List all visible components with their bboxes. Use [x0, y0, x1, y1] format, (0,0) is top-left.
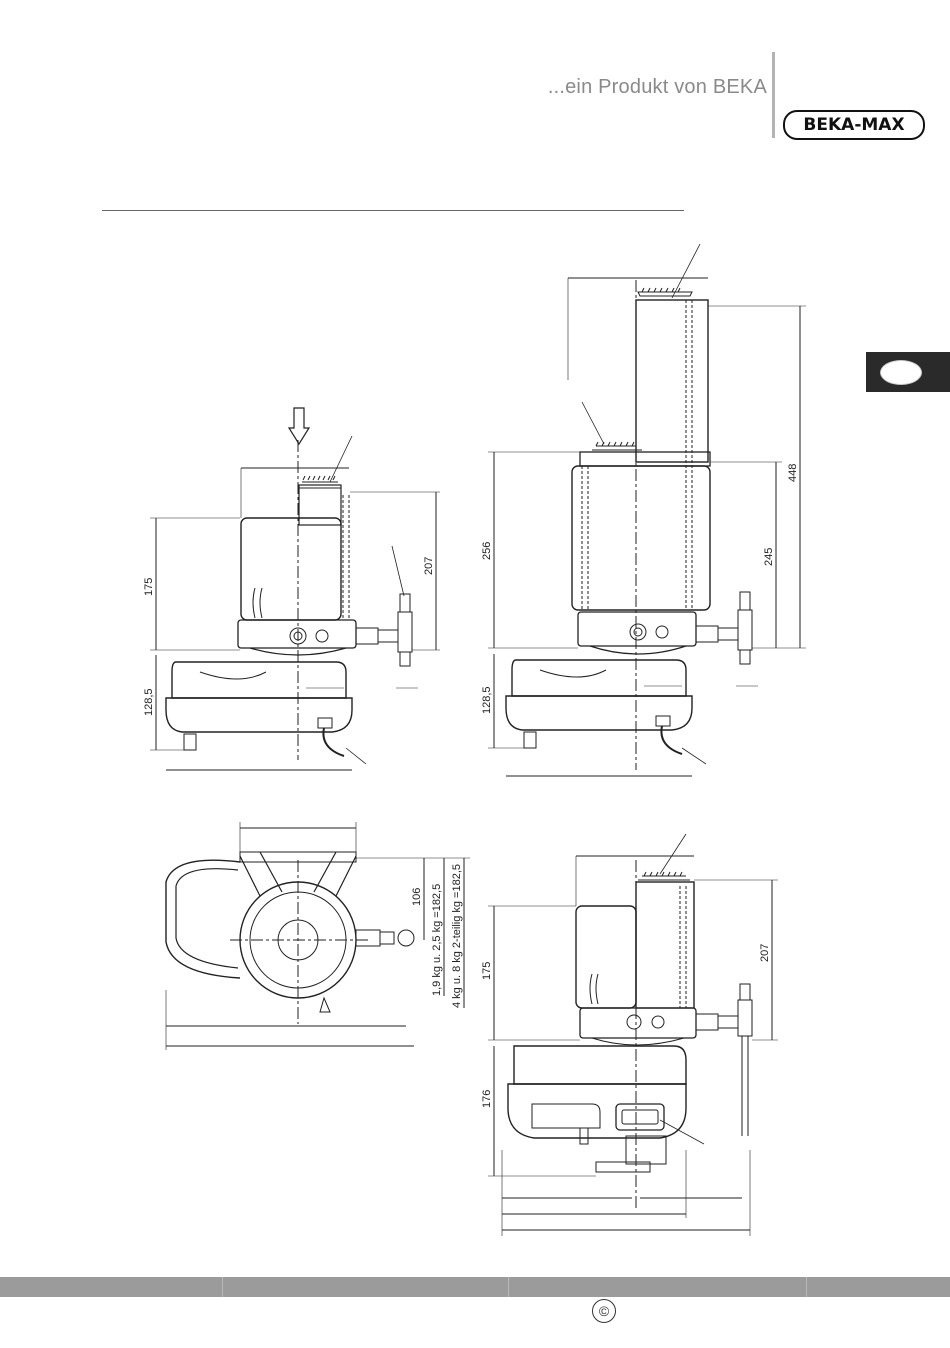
dim-256: 256	[481, 542, 493, 560]
copyright-icon: ©	[592, 1299, 616, 1323]
note-small-reservoir: 1,9 kg u. 2,5 kg =182,5	[431, 884, 443, 996]
pump-view-small-front	[150, 408, 440, 770]
dim-128-5-left: 128,5	[143, 688, 155, 716]
pump-view-side	[488, 834, 778, 1236]
dim-175-bottom: 175	[481, 962, 493, 980]
note-large-reservoir: 4 kg u. 8 kg 2-teilig kg =182,5	[451, 864, 463, 1008]
dim-175-top: 175	[143, 578, 155, 596]
dim-106: 106	[411, 888, 423, 906]
footer-bar	[0, 1277, 950, 1297]
footer-divider	[806, 1277, 807, 1297]
footer-divider	[508, 1277, 509, 1297]
dim-245: 245	[763, 548, 775, 566]
dim-207-bottom: 207	[759, 944, 771, 962]
dim-128-5-right: 128,5	[481, 686, 493, 714]
dim-176: 176	[481, 1090, 493, 1108]
pump-view-top	[166, 822, 470, 1050]
pump-view-large-front	[488, 244, 806, 776]
dim-448: 448	[787, 464, 799, 482]
dim-207-left: 207	[423, 557, 435, 575]
footer-divider	[222, 1277, 223, 1297]
